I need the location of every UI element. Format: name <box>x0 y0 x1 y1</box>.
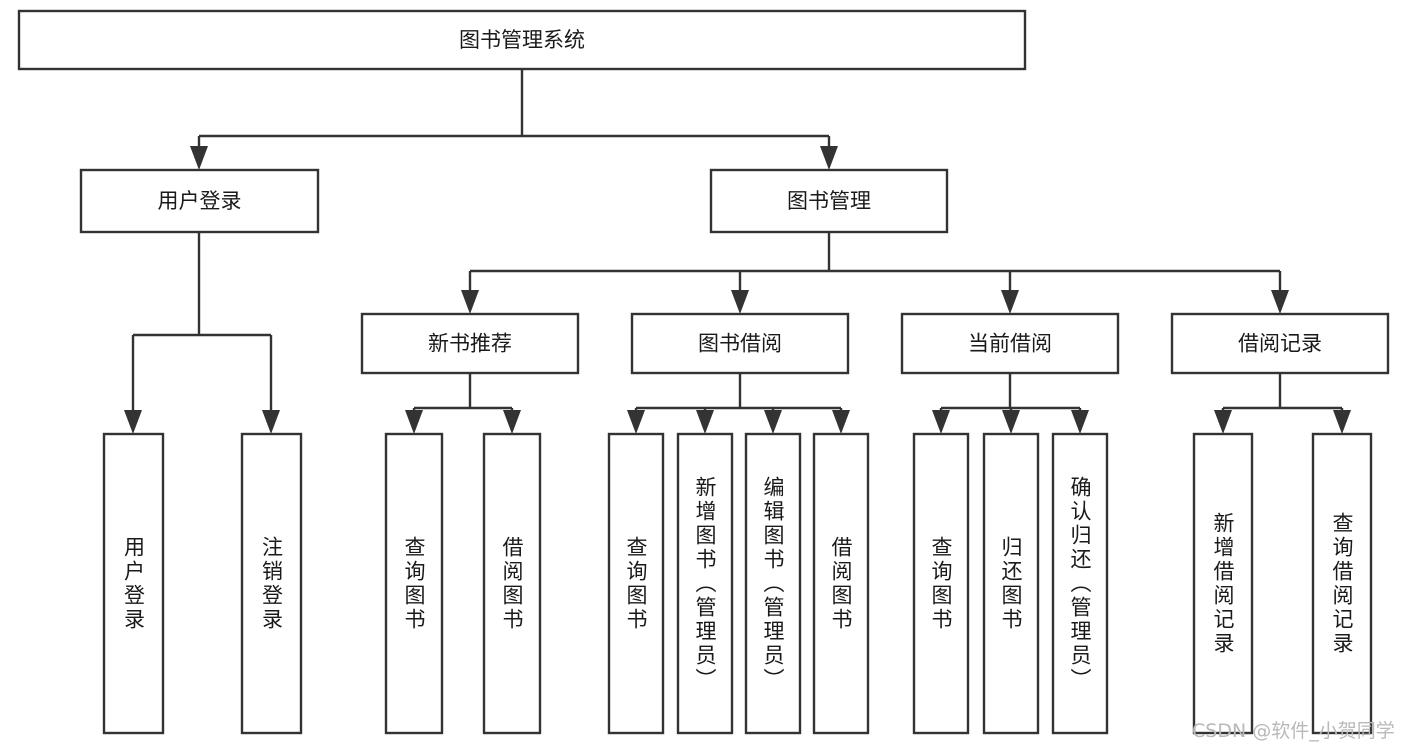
leaf-node-10-rect[interactable] <box>1051 432 1109 735</box>
leaf-node-1[interactable] <box>240 432 303 735</box>
arrow-head-icon <box>1001 290 1019 314</box>
level3-node-2[interactable]: 当前借阅 <box>900 312 1120 375</box>
arrow-head-icon <box>1214 410 1232 434</box>
leaf-node-9-rect[interactable] <box>982 432 1040 735</box>
arrow-head-icon <box>696 410 714 434</box>
connector-group <box>461 232 1289 314</box>
leaf-node-9[interactable] <box>982 432 1040 735</box>
leaf-node-12[interactable] <box>1311 432 1373 735</box>
leaf-node-7-rect[interactable] <box>812 432 870 735</box>
arrow-head-icon <box>262 410 280 434</box>
leaf-node-4-rect[interactable] <box>607 432 665 735</box>
leaf-node-10[interactable] <box>1051 432 1109 735</box>
arrow-head-icon <box>405 410 423 434</box>
connector-group <box>932 373 1089 434</box>
level2-node-0-label: 用户登录 <box>158 189 242 213</box>
arrow-head-icon <box>820 146 838 170</box>
arrow-head-icon <box>627 410 645 434</box>
arrow-head-icon <box>731 290 749 314</box>
level3-node-0-label: 新书推荐 <box>428 332 512 356</box>
level2-node-1-label: 图书管理 <box>787 189 871 213</box>
connector-group <box>190 69 838 170</box>
arrow-head-icon <box>1271 290 1289 314</box>
leaf-node-12-rect[interactable] <box>1311 432 1373 735</box>
level3-node-2-label: 当前借阅 <box>968 332 1052 356</box>
level3-node-1-label: 图书借阅 <box>698 332 782 356</box>
connector-group <box>405 373 521 434</box>
level3-node-1-rect[interactable] <box>630 312 850 375</box>
leaf-node-5-rect[interactable] <box>676 432 734 735</box>
level3-node-3[interactable]: 借阅记录 <box>1170 312 1390 375</box>
leaf-node-7[interactable] <box>812 432 870 735</box>
leaf-node-6-rect[interactable] <box>744 432 802 735</box>
level3-node-3-label: 借阅记录 <box>1238 332 1322 356</box>
root-node-label: 图书管理系统 <box>459 28 585 52</box>
connectors-layer <box>124 69 1351 434</box>
level3-node-3-rect[interactable] <box>1170 312 1390 375</box>
connector-group <box>627 373 850 434</box>
level3-node-0-rect[interactable] <box>360 312 580 375</box>
leaf-node-2[interactable] <box>384 432 444 735</box>
leaf-node-11-rect[interactable] <box>1192 432 1254 735</box>
arrow-head-icon <box>1333 410 1351 434</box>
leaf-node-3[interactable] <box>482 432 542 735</box>
root-node-rect[interactable] <box>17 9 1027 71</box>
arrow-head-icon <box>124 410 142 434</box>
arrow-head-icon <box>190 146 208 170</box>
arrow-head-icon <box>932 410 950 434</box>
leaf-node-0[interactable] <box>102 432 165 735</box>
level2-node-1-rect[interactable] <box>709 168 949 234</box>
csdn-watermark: CSDN @软件_小贺同学 <box>1192 720 1395 742</box>
arrow-head-icon <box>832 410 850 434</box>
level2-node-0-rect[interactable] <box>79 168 320 234</box>
arrow-head-icon <box>764 410 782 434</box>
root-node[interactable]: 图书管理系统 <box>17 9 1027 71</box>
leaf-node-5[interactable] <box>676 432 734 735</box>
level3-node-0[interactable]: 新书推荐 <box>360 312 580 375</box>
leaf-node-6[interactable] <box>744 432 802 735</box>
connector-group <box>1214 373 1351 434</box>
leaf-node-11[interactable] <box>1192 432 1254 735</box>
level2-node-0[interactable]: 用户登录 <box>79 168 320 234</box>
level2-node-1[interactable]: 图书管理 <box>709 168 949 234</box>
arrow-head-icon <box>1002 410 1020 434</box>
leaf-node-3-rect[interactable] <box>482 432 542 735</box>
leaf-node-2-rect[interactable] <box>384 432 444 735</box>
level3-node-1[interactable]: 图书借阅 <box>630 312 850 375</box>
arrow-head-icon <box>503 410 521 434</box>
arrow-head-icon <box>461 290 479 314</box>
leaf-node-4[interactable] <box>607 432 665 735</box>
arrow-head-icon <box>1071 410 1089 434</box>
connector-group <box>124 232 280 434</box>
leaf-node-8[interactable] <box>912 432 970 735</box>
leaf-node-1-rect[interactable] <box>240 432 303 735</box>
leaf-node-0-rect[interactable] <box>102 432 165 735</box>
level3-node-2-rect[interactable] <box>900 312 1120 375</box>
leaf-node-8-rect[interactable] <box>912 432 970 735</box>
